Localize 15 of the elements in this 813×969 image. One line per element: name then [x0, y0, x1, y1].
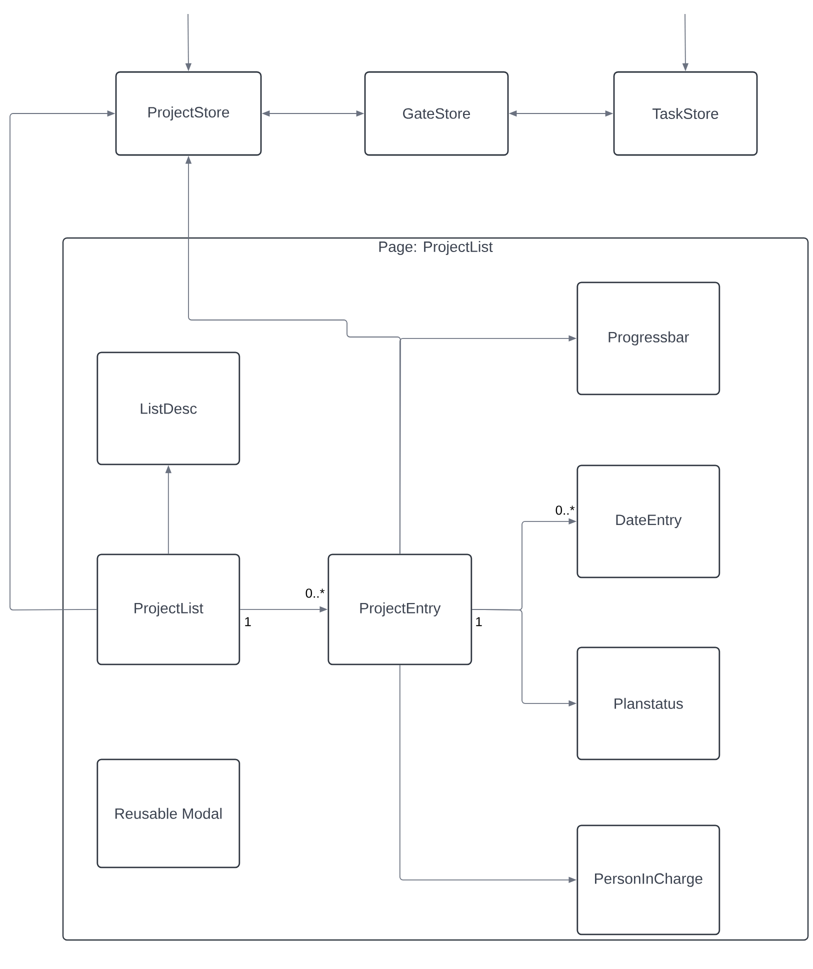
multiplicity-label: 0..*: [556, 506, 575, 515]
class-box: PersonInCharge: [576, 824, 720, 936]
multiplicity-label: 1: [476, 617, 482, 626]
multiplicity-label: 1: [245, 617, 251, 626]
class-box: Planstatus: [576, 646, 720, 760]
class-box: Progressbar: [576, 282, 720, 396]
class-box: Reusable Modal: [96, 758, 240, 868]
class-box: GateStore: [364, 71, 509, 156]
multiplicity-label: 0..*: [306, 588, 325, 598]
class-box: ProjectList: [96, 554, 240, 666]
class-box: DateEntry: [576, 464, 720, 578]
class-box: TaskStore: [613, 71, 758, 156]
class-box: ListDesc: [96, 352, 240, 466]
class-box: ProjectStore: [115, 71, 262, 156]
class-box: ProjectEntry: [328, 554, 472, 666]
